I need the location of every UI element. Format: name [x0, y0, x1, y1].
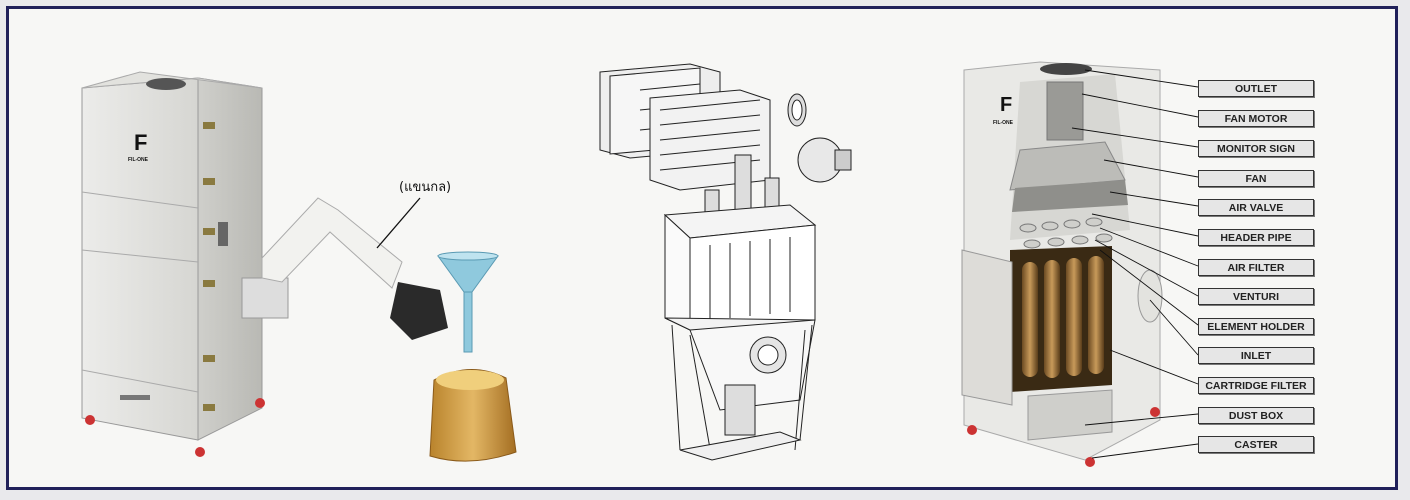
label-fan: FAN	[1198, 170, 1314, 187]
cutaway-unit	[962, 62, 1162, 467]
brand-sub-right: FIL-ONE	[993, 120, 1013, 126]
label-header-pipe: HEADER PIPE	[1198, 229, 1314, 246]
funnel-and-bag	[430, 252, 516, 461]
label-air-filter: AIR FILTER	[1198, 259, 1314, 276]
open-door	[962, 250, 1012, 405]
label-caster: CASTER	[1198, 436, 1314, 453]
label-air-valve: AIR VALVE	[1198, 199, 1314, 216]
label-inlet: INLET	[1198, 347, 1314, 364]
label-dust-box: DUST BOX	[1198, 407, 1314, 424]
label-outlet: OUTLET	[1198, 80, 1314, 97]
brand-sub-left: FIL-ONE	[128, 157, 148, 163]
label-cartridge-filter: CARTRIDGE FILTER	[1198, 377, 1314, 394]
label-fan-motor: FAN MOTOR	[1198, 110, 1314, 127]
exploded-view	[600, 64, 851, 460]
top-vent	[146, 78, 186, 90]
label-element-holder: ELEMENT HOLDER	[1198, 318, 1314, 335]
suction-hood	[390, 282, 448, 340]
label-venturi: VENTURI	[1198, 288, 1314, 305]
brand-mark-right: F	[1000, 94, 1012, 117]
brand-mark-left: F	[134, 130, 147, 156]
label-monitor-sign: MONITOR SIGN	[1198, 140, 1314, 157]
arm-label: (แขนกล)	[399, 176, 451, 197]
arm-pointer	[377, 198, 420, 248]
